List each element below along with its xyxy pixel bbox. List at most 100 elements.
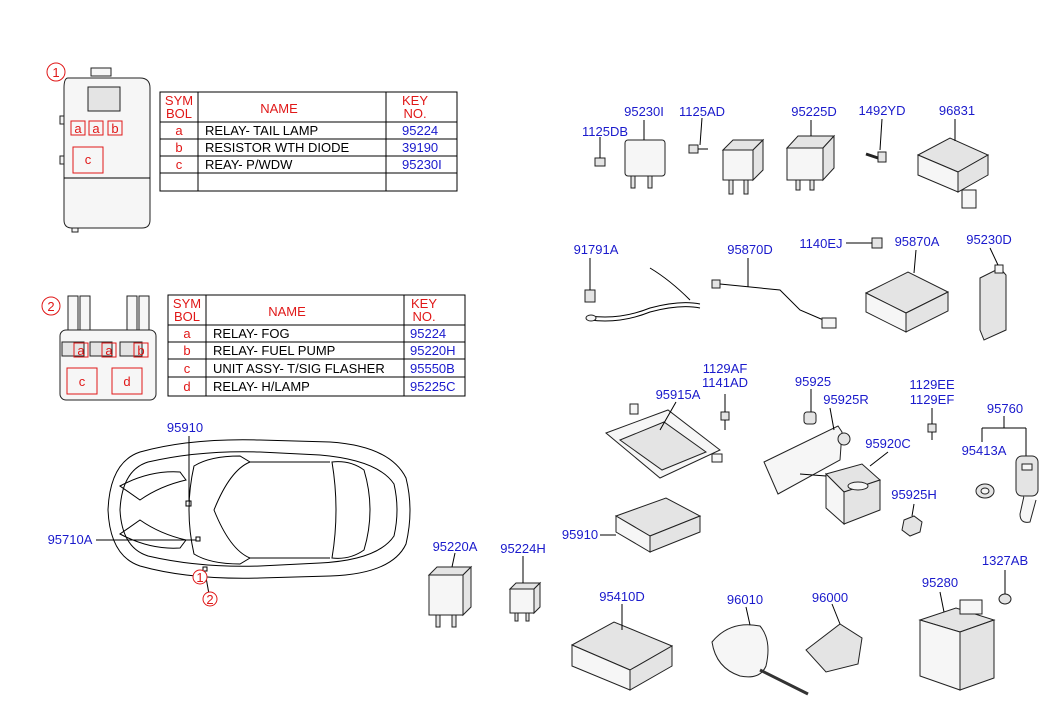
relay-table-1: SYM BOL NAME KEY NO. a RELAY- TAIL LAMP … xyxy=(159,91,458,192)
part-label: 1125DB xyxy=(582,124,628,139)
part-label: 1492YD xyxy=(859,103,906,118)
part-label: 95230I xyxy=(624,104,664,119)
part-label: 95224H xyxy=(500,541,546,556)
bolt-1129ee xyxy=(927,408,937,440)
sensor-95230d xyxy=(979,247,1007,341)
part-label: 95870D xyxy=(727,242,773,257)
part-label: 95925 xyxy=(795,374,831,389)
module-95280 xyxy=(918,591,996,691)
table1-header-key-2: NO. xyxy=(403,106,426,121)
sensor-95920c xyxy=(799,451,889,526)
bolt-1125ad xyxy=(688,117,708,154)
part-label: 95225D xyxy=(791,104,837,119)
module-95410d xyxy=(570,604,674,691)
part-label: 1129AF xyxy=(703,361,748,376)
part-label: 1327AB xyxy=(982,553,1028,568)
table2-row-name: RELAY- FOG xyxy=(213,326,290,341)
bracket-95915a xyxy=(605,401,723,479)
part-label: 95925H xyxy=(891,487,937,502)
table2-row-symbol: a xyxy=(183,326,191,341)
part-label: 1125AD xyxy=(679,104,725,119)
table1-row-key: 39190 xyxy=(402,140,438,155)
table2-header-key-1: KEY xyxy=(411,296,437,311)
table1-header-key-1: KEY xyxy=(402,93,428,108)
table2-row-symbol: d xyxy=(183,379,190,394)
table1-row-symbol: a xyxy=(175,123,183,138)
bolt-1492yd xyxy=(865,118,887,163)
svg-text:c: c xyxy=(79,374,86,389)
car-circle-marker-2 xyxy=(202,591,218,607)
part-label: 1129EF xyxy=(910,392,955,407)
part-label: 96000 xyxy=(812,590,848,605)
relay-module-small xyxy=(721,138,765,195)
table1-row-key: 95224 xyxy=(402,123,438,138)
part-label: 96010 xyxy=(727,592,763,607)
table1-header-symbol-1: SYM xyxy=(165,93,193,108)
part-label: 95413A xyxy=(962,443,1007,458)
part-label: 1140EJ xyxy=(799,236,842,251)
nut-95925h xyxy=(901,503,923,537)
relay-box-1: 1 a a b c xyxy=(46,62,151,233)
cover-96010 xyxy=(711,606,809,696)
part-labels: 95230I 1125DB 1125AD 95225D 1492YD 96831… xyxy=(48,103,1029,607)
table1-row-name: RELAY- TAIL LAMP xyxy=(205,123,318,138)
slot-a1 xyxy=(73,342,89,358)
table1-header-name: NAME xyxy=(260,101,298,116)
part-label: 95220A xyxy=(433,539,478,554)
circle-marker-2-label: 2 xyxy=(47,299,54,314)
cover-96000 xyxy=(805,603,863,673)
table2-row-key: 95225C xyxy=(410,379,456,394)
svg-text:a: a xyxy=(105,343,113,358)
table1-header-symbol-2: BOL xyxy=(166,106,192,121)
car-circle-marker-1 xyxy=(192,569,208,585)
harness-91791a xyxy=(584,258,701,322)
table1-row-name: REAY- P/WDW xyxy=(205,157,293,172)
relay-box-2: 2 a a b c d xyxy=(41,295,157,401)
svg-text:2: 2 xyxy=(206,592,213,607)
part-label: 95910 xyxy=(562,527,598,542)
transmitter-95760 xyxy=(975,416,1039,523)
part-label: 1141AD xyxy=(702,375,748,390)
relay-slot-top xyxy=(87,86,121,112)
part-label: 1129EE xyxy=(909,377,955,392)
svg-text:a: a xyxy=(92,121,100,136)
svg-text:c: c xyxy=(85,152,92,167)
circle-marker-2 xyxy=(41,296,61,316)
bolt-1140ej xyxy=(846,237,883,249)
relay-95225d xyxy=(785,120,836,191)
slot-b xyxy=(133,342,149,358)
table1-row-symbol: c xyxy=(176,157,183,172)
relay-95224h xyxy=(508,556,542,622)
table2-header-name: NAME xyxy=(268,304,306,319)
table2-header-symbol-2: BOL xyxy=(174,309,200,324)
part-label: 95710A xyxy=(48,532,93,547)
relay-95220a xyxy=(427,552,473,628)
svg-text:d: d xyxy=(123,374,130,389)
relay-box-1-housing xyxy=(63,77,151,229)
part-label: 95760 xyxy=(987,401,1023,416)
table2-row-key: 95224 xyxy=(410,326,446,341)
part-label: 95925R xyxy=(823,392,869,407)
slot-d xyxy=(111,367,143,395)
slot-a2 xyxy=(88,120,104,136)
part-label: 95915A xyxy=(656,387,701,402)
part-label: 95920C xyxy=(865,436,911,451)
car-outline: 1 2 xyxy=(96,436,411,607)
slot-c xyxy=(66,367,98,395)
part-label: 95230D xyxy=(966,232,1012,247)
table2-row-name: RELAY- FUEL PUMP xyxy=(213,343,335,358)
table2-header-key-2: NO. xyxy=(412,309,435,324)
module-95870a xyxy=(864,249,950,333)
relay-95230i xyxy=(624,120,666,189)
module-96831 xyxy=(916,119,990,209)
bracket-95925r xyxy=(763,389,851,495)
grommet-1327ab xyxy=(998,570,1012,605)
part-label: 95870A xyxy=(895,234,940,249)
slot-b xyxy=(107,120,123,136)
table1-row-name: RESISTOR WTH DIODE xyxy=(205,140,350,155)
table2-row-symbol: c xyxy=(184,361,191,376)
table2-header-symbol-1: SYM xyxy=(173,296,201,311)
table2-row-name: RELAY- H/LAMP xyxy=(213,379,310,394)
table1-row-key: 95230I xyxy=(402,157,442,172)
